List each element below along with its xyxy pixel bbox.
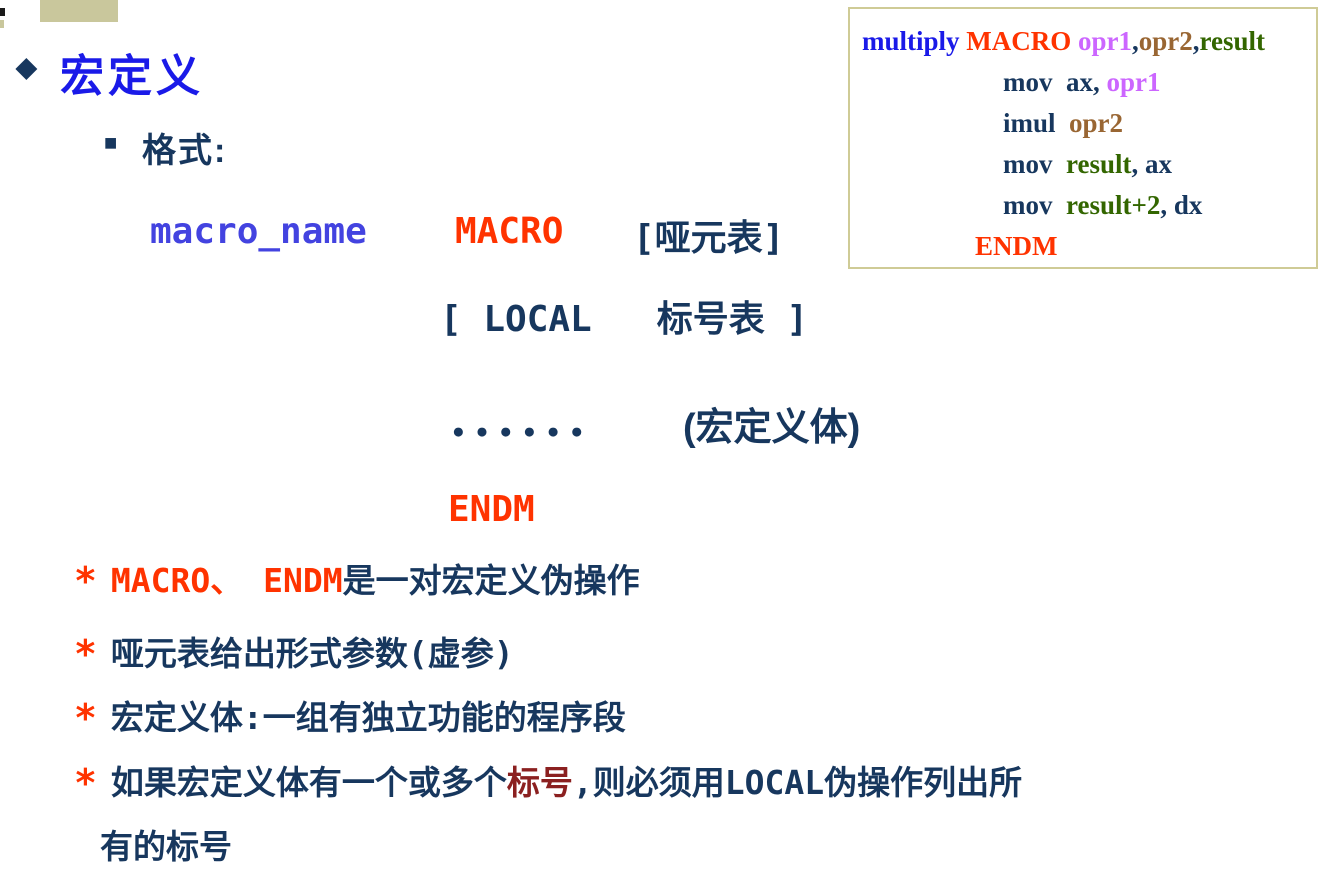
left-edge-mark: [0, 8, 5, 16]
note-macro-endm: * MACRO、 ENDM是一对宏定义伪操作: [74, 562, 640, 600]
asterisk-bullet-icon: *: [74, 559, 97, 603]
ellipsis-dots: ●●●●●●: [452, 420, 595, 443]
syntax-macro-keyword: MACRO: [455, 211, 564, 252]
code-comma: ,: [1132, 26, 1139, 56]
note-text: 哑元表给出形式参数(虚参): [110, 634, 514, 673]
code-param-result: result: [1199, 26, 1266, 56]
code-param-opr2: opr2: [1138, 26, 1193, 56]
code-line-3: imul opr2: [862, 103, 1316, 144]
code-line-2: mov ax, opr1: [862, 62, 1316, 103]
code-line-6: ENDM: [862, 226, 1316, 267]
code-line-5: mov result+2, dx: [862, 185, 1316, 226]
code-macro-name: multiply: [862, 26, 967, 56]
code-endm-keyword: ENDM: [975, 231, 1058, 261]
code-instruction: mov ax,: [1003, 67, 1107, 97]
code-operand-rest: , ax: [1131, 149, 1173, 179]
note-text-continuation: 有的标号: [100, 827, 232, 866]
asterisk-bullet-icon: *: [74, 696, 97, 740]
code-operand-rest: , dx: [1160, 190, 1203, 220]
code-operand-opr2: opr2: [1069, 108, 1124, 138]
note-text-pre: 如果宏定义体有一个或多个: [110, 763, 507, 802]
left-edge-mark-tan: [0, 20, 4, 28]
note-text: 是一对宏定义伪操作: [342, 561, 640, 600]
code-operand-result: result: [1066, 149, 1132, 179]
note-dummy-params: * 哑元表给出形式参数(虚参): [74, 635, 514, 673]
code-comma: ,: [1192, 26, 1200, 56]
code-operand-result2: result+2: [1066, 190, 1161, 220]
asterisk-bullet-icon: *: [74, 632, 97, 676]
top-decoration-bar: [40, 0, 118, 22]
code-instruction: mov: [1003, 149, 1066, 179]
code-example-box: multiply MACRO opr1,opr2,result mov ax, …: [848, 7, 1318, 269]
code-line-4: mov result, ax: [862, 144, 1316, 185]
code-line-1: multiply MACRO opr1,opr2,result: [862, 21, 1316, 62]
syntax-endm-keyword: ENDM: [448, 489, 535, 530]
syntax-local-line: [ LOCAL 标号表 ]: [440, 299, 809, 340]
format-label: 格式:: [142, 132, 228, 170]
syntax-dummy-param-list: [哑元表]: [633, 218, 785, 259]
asterisk-bullet-icon: *: [74, 761, 97, 805]
syntax-macro-body-label: (宏定义体): [683, 407, 861, 449]
code-param-opr1: opr1: [1078, 26, 1133, 56]
code-operand-opr1: opr1: [1106, 67, 1161, 97]
note-text-post: ,则必须用LOCAL伪操作列出所: [572, 763, 1023, 802]
code-instruction: imul: [1003, 108, 1070, 138]
syntax-macro-name: macro_name: [150, 211, 367, 252]
square-bullet-icon: ■: [104, 130, 118, 155]
code-macro-keyword: MACRO: [966, 26, 1079, 56]
note-red-part: MACRO、 ENDM: [110, 561, 343, 600]
note-macro-body: * 宏定义体:一组有独立功能的程序段: [74, 699, 626, 737]
page-title: 宏定义: [60, 52, 204, 101]
note-text: 宏定义体:一组有独立功能的程序段: [110, 698, 626, 737]
note-local-labels-line1: * 如果宏定义体有一个或多个标号,则必须用LOCAL伪操作列出所: [74, 764, 1022, 802]
note-highlight-label: 标号: [506, 763, 573, 802]
code-instruction: mov: [1003, 190, 1066, 220]
diamond-bullet-icon: ◆: [16, 52, 37, 82]
note-local-labels-line2: 有的标号: [100, 830, 232, 863]
